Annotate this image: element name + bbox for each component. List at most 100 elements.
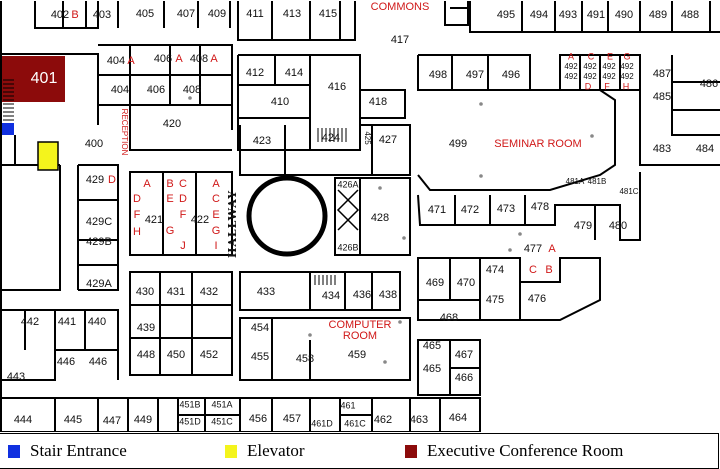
room-438[interactable]: 438 — [379, 289, 397, 301]
room-457[interactable]: 457 — [283, 413, 301, 425]
room-467[interactable]: 467 — [455, 349, 473, 361]
room-444[interactable]: 444 — [14, 414, 32, 426]
room-404[interactable]: 404 — [107, 55, 125, 67]
room-454[interactable]: 454 — [251, 322, 269, 334]
room-455[interactable]: 455 — [251, 351, 269, 363]
suite-letter[interactable]: A — [143, 178, 151, 190]
suite-letter[interactable]: G — [166, 225, 175, 237]
room-480[interactable]: 480 — [609, 220, 627, 232]
room-426b[interactable]: 426B — [337, 242, 358, 252]
room-409[interactable]: 409 — [208, 8, 226, 20]
room-423[interactable]: 423 — [253, 135, 271, 147]
room-481c[interactable]: 481C — [619, 187, 638, 196]
room-400[interactable]: 400 — [85, 138, 103, 150]
room-406a[interactable]: A — [175, 53, 183, 65]
suite-492-e[interactable]: E — [607, 51, 613, 61]
room-404a[interactable]: A — [127, 55, 135, 67]
room-499[interactable]: 499 — [449, 138, 467, 150]
room-461d[interactable]: 461D — [311, 418, 333, 428]
room-476[interactable]: 476 — [528, 293, 546, 305]
room-424[interactable]: 424 — [322, 132, 340, 144]
room-429[interactable]: 429 — [86, 174, 104, 186]
room-477a[interactable]: A — [548, 243, 556, 255]
room-461c[interactable]: 461C — [344, 418, 366, 428]
room-469[interactable]: 469 — [426, 277, 444, 289]
room-466[interactable]: 466 — [455, 372, 473, 384]
room-472[interactable]: 472 — [461, 204, 479, 216]
room-498[interactable]: 498 — [429, 69, 447, 81]
room-487[interactable]: 487 — [653, 68, 671, 80]
room-402b[interactable]: B — [71, 9, 78, 21]
room-450[interactable]: 450 — [167, 349, 185, 361]
room-488[interactable]: 488 — [681, 9, 699, 21]
room-411[interactable]: 411 — [246, 8, 264, 20]
room-465a[interactable]: 465 — [423, 340, 441, 352]
room-470[interactable]: 470 — [457, 277, 475, 289]
room-483[interactable]: 483 — [653, 143, 671, 155]
suite-492-d[interactable]: D — [585, 81, 592, 91]
room-427[interactable]: 427 — [379, 134, 397, 146]
room-440[interactable]: 440 — [88, 316, 106, 328]
elevator-marker[interactable] — [37, 141, 59, 171]
suite-492-c[interactable]: C — [588, 51, 595, 61]
room-451b[interactable]: 451B — [179, 399, 200, 409]
suite-letter[interactable]: E — [166, 193, 173, 205]
room-408a[interactable]: A — [210, 53, 218, 65]
room-465b[interactable]: 465 — [423, 363, 441, 375]
room-495[interactable]: 495 — [497, 9, 515, 21]
room-479[interactable]: 479 — [574, 220, 592, 232]
room-414[interactable]: 414 — [285, 67, 303, 79]
room-407[interactable]: 407 — [177, 8, 195, 20]
room-445[interactable]: 445 — [64, 414, 82, 426]
room-464[interactable]: 464 — [449, 412, 467, 424]
room-412[interactable]: 412 — [246, 67, 264, 79]
suite-letter[interactable]: I — [214, 240, 217, 252]
suite-letter[interactable]: E — [212, 209, 219, 221]
room-497[interactable]: 497 — [466, 69, 484, 81]
room-443[interactable]: 443 — [7, 371, 25, 383]
room-490[interactable]: 490 — [615, 9, 633, 21]
room-434[interactable]: 434 — [322, 290, 340, 302]
room-442[interactable]: 442 — [21, 316, 39, 328]
room-451a[interactable]: 451A — [211, 399, 232, 409]
room-448[interactable]: 448 — [137, 349, 155, 361]
room-496[interactable]: 496 — [502, 69, 520, 81]
room-486[interactable]: 486 — [700, 78, 718, 90]
room-406-lower[interactable]: 406 — [147, 84, 165, 96]
room-446a[interactable]: 446 — [57, 356, 75, 368]
suite-letter[interactable]: F — [134, 209, 141, 221]
suite-492-f[interactable]: F — [604, 81, 610, 91]
room-426a[interactable]: 426A — [337, 179, 358, 189]
room-468[interactable]: 468 — [440, 312, 458, 324]
stair-entrance-marker[interactable] — [2, 123, 14, 135]
room-449[interactable]: 449 — [134, 414, 152, 426]
room-417[interactable]: 417 — [391, 34, 409, 46]
room-420[interactable]: 420 — [163, 118, 181, 130]
suite-letter[interactable]: D — [133, 193, 141, 205]
room-473[interactable]: 473 — [497, 203, 515, 215]
suite-492-g[interactable]: G — [623, 51, 630, 61]
room-462[interactable]: 462 — [374, 414, 392, 426]
room-428[interactable]: 428 — [371, 212, 389, 224]
room-410[interactable]: 410 — [271, 96, 289, 108]
room-429d[interactable]: D — [108, 174, 116, 186]
room-429b[interactable]: 429B — [86, 236, 112, 248]
room-429c[interactable]: 429C — [86, 216, 112, 228]
room-493[interactable]: 493 — [559, 9, 577, 21]
room-436[interactable]: 436 — [353, 289, 371, 301]
room-477b[interactable]: B — [545, 264, 552, 276]
room-421[interactable]: 421 — [145, 214, 163, 226]
room-408[interactable]: 408 — [190, 53, 208, 65]
room-415[interactable]: 415 — [319, 8, 337, 20]
room-451c[interactable]: 451C — [211, 416, 233, 426]
room-416[interactable]: 416 — [328, 81, 346, 93]
room-461a[interactable]: 461 — [340, 400, 355, 410]
suite-letter[interactable]: H — [133, 226, 141, 238]
room-489[interactable]: 489 — [649, 9, 667, 21]
suite-letter[interactable]: F — [180, 209, 187, 221]
room-433[interactable]: 433 — [257, 286, 275, 298]
suite-letter[interactable]: A — [212, 178, 220, 190]
room-447[interactable]: 447 — [103, 415, 121, 427]
room-432[interactable]: 432 — [200, 286, 218, 298]
room-404-lower[interactable]: 404 — [111, 84, 129, 96]
